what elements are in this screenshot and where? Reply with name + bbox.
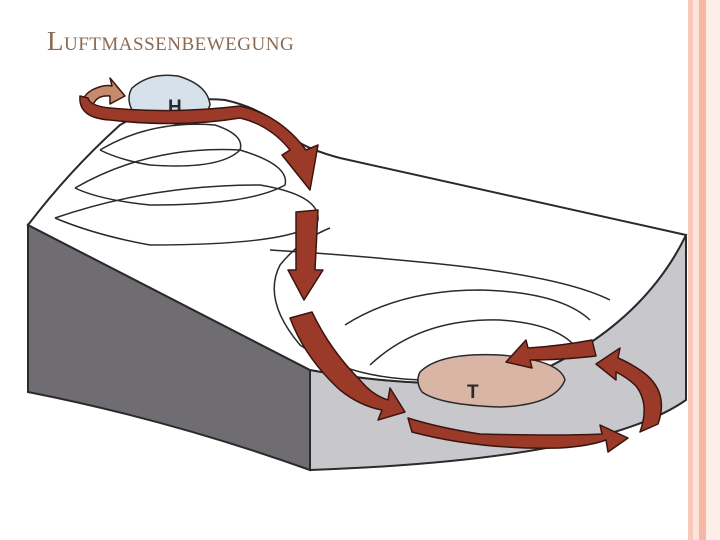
slide-border-band (699, 0, 706, 540)
slide-title: Luftmassenbewegung (47, 26, 295, 56)
low-pressure-zone (417, 353, 566, 408)
valley-contour-line (269, 249, 611, 301)
air-mass-movement-diagram: H T (26, 74, 688, 472)
flow-arrow (595, 347, 663, 433)
flow-arrow (407, 417, 629, 453)
flow-arrow (505, 339, 597, 369)
block-front-face (27, 223, 311, 472)
hill-contour-line (74, 148, 287, 206)
flow-arrow (289, 311, 406, 421)
slide-border-band (693, 0, 699, 540)
slide-border-band (688, 0, 693, 540)
slide-border-band (706, 0, 720, 540)
flow-arrow (79, 95, 319, 191)
flow-arrow (287, 209, 324, 301)
low-pressure-label: T (467, 382, 479, 403)
air-flow-arrows (79, 77, 663, 453)
valley-contour-line (369, 319, 579, 366)
valley-contour-line (344, 289, 591, 326)
